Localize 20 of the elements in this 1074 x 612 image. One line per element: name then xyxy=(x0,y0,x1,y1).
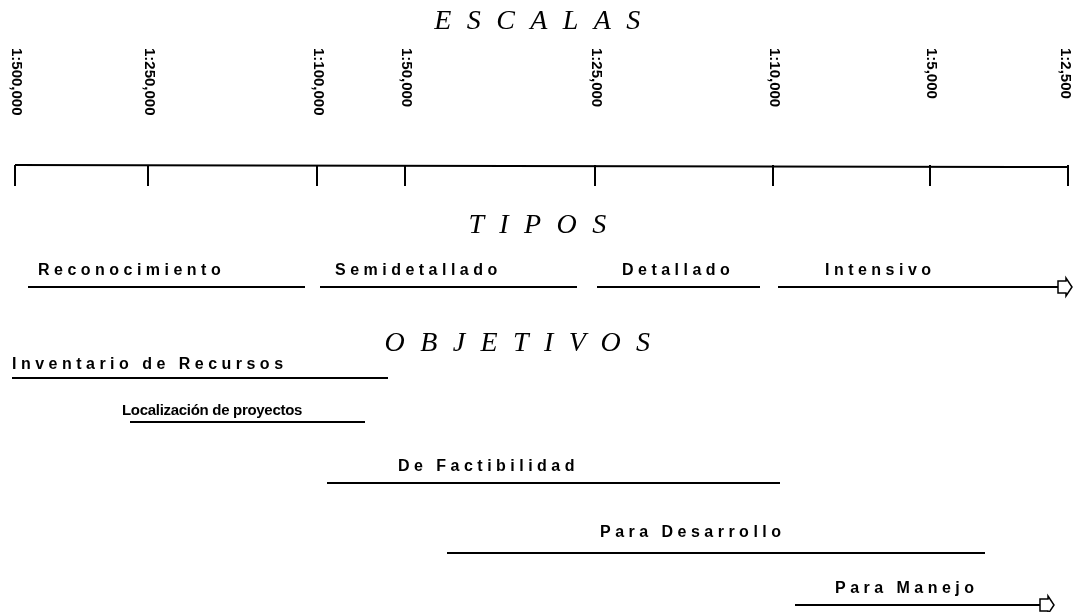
scale-label: 1:2,500 xyxy=(1059,48,1074,99)
range-label: Inventario de Recursos xyxy=(12,356,288,372)
range-label: Semidetallado xyxy=(335,262,502,278)
scale-label: 1:10,000 xyxy=(768,48,783,108)
range-label: Localización de proyectos xyxy=(122,402,303,417)
scale-label: 1:25,000 xyxy=(590,48,605,108)
range-label: De Factibilidad xyxy=(398,458,579,474)
range-label: Detallado xyxy=(622,262,735,278)
scale-label: 1:500,000 xyxy=(10,48,25,116)
scale-label: 1:50,000 xyxy=(400,48,415,108)
range-label: Para Desarrollo xyxy=(600,524,786,540)
section-heading: OBJETIVOS xyxy=(384,328,666,356)
range-label: Intensivo xyxy=(825,262,936,278)
range-label: Reconocimiento xyxy=(38,262,226,278)
scale-label: 1:5,000 xyxy=(925,48,940,99)
section-heading: ESCALAS xyxy=(434,6,656,34)
range-label: Para Manejo xyxy=(835,580,979,596)
scale-label: 1:250,000 xyxy=(143,48,158,116)
scale-label: 1:100,000 xyxy=(312,48,327,116)
section-heading: TIPOS xyxy=(468,210,622,238)
